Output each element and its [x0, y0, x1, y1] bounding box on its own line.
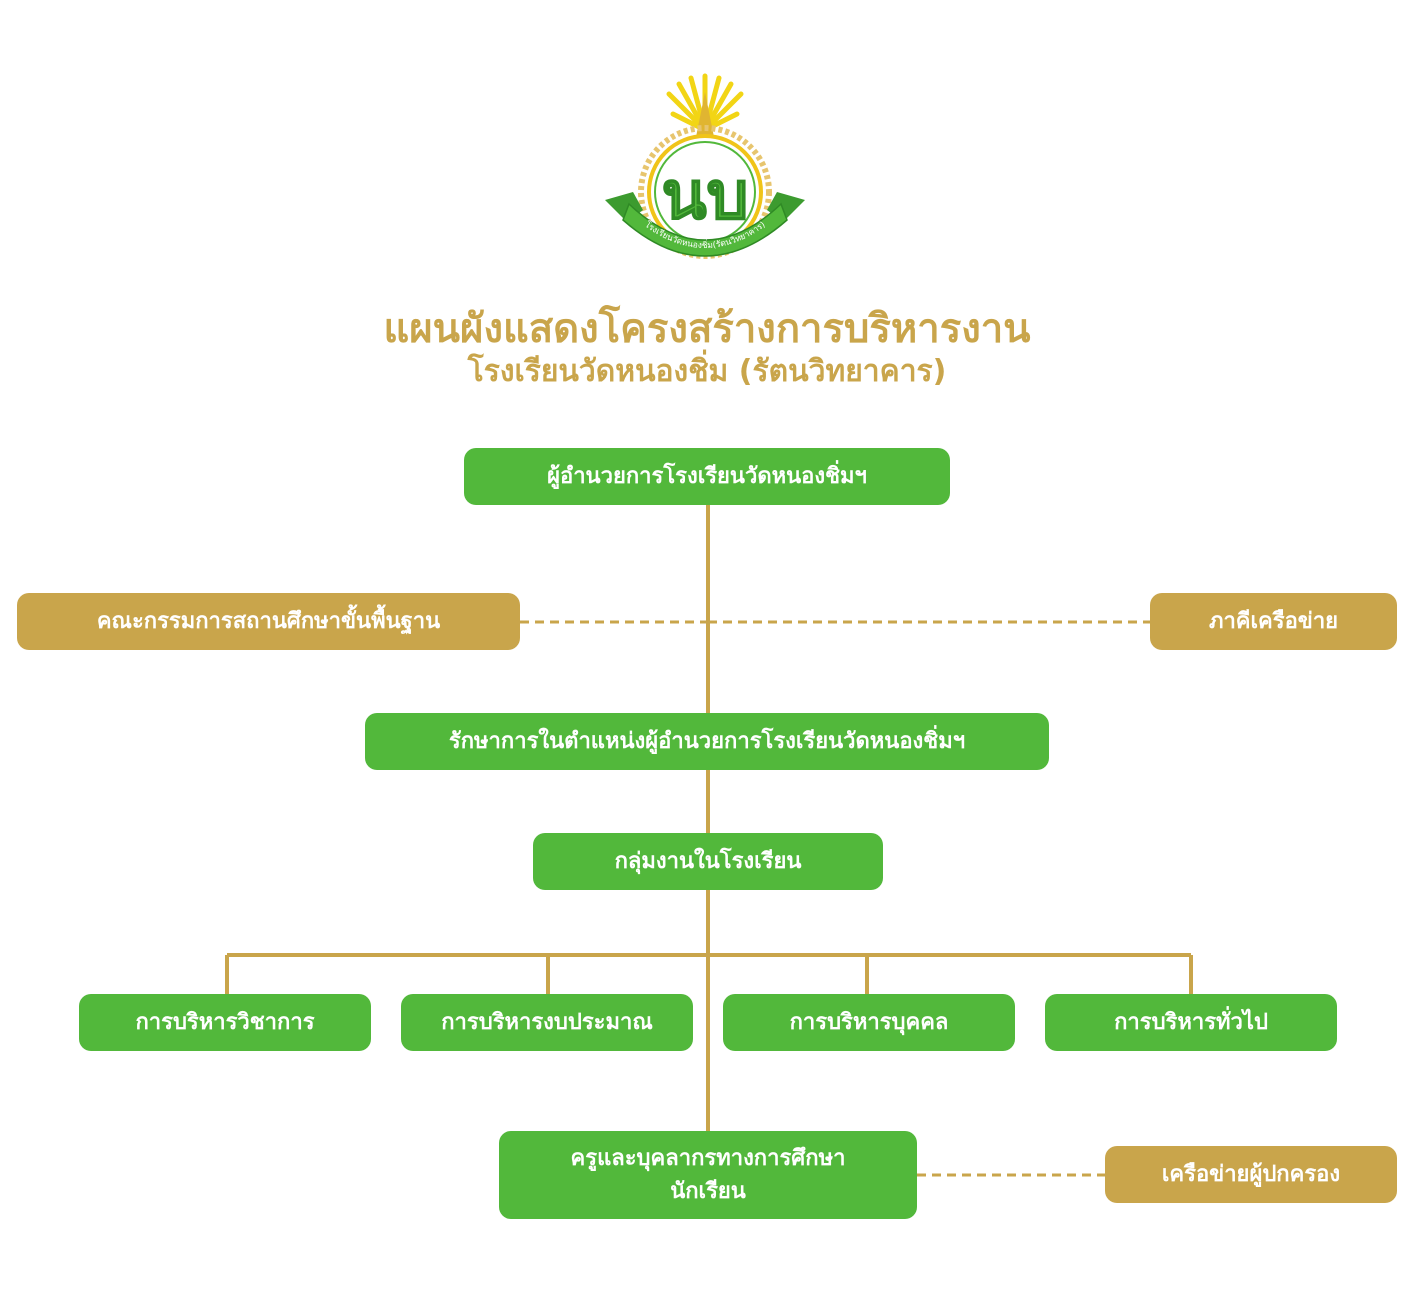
logo-initials: นบ — [661, 157, 748, 234]
teachers-students-box: ครูและบุคลากรทางการศึกษา นักเรียน — [499, 1131, 917, 1219]
students-label: นักเรียน — [670, 1179, 746, 1204]
parent-network-box: เครือข่ายผู้ปกครอง — [1105, 1146, 1397, 1203]
personnel-box: การบริหารบุคคล — [723, 994, 1015, 1051]
teachers-label: ครูและบุคลากรทางการศึกษา — [570, 1146, 846, 1171]
academic-box: การบริหารวิชาการ — [79, 994, 371, 1051]
work-groups-box: กลุ่มงานในโรงเรียน — [533, 833, 883, 890]
board-box: คณะกรรมการสถานศึกษาขั้นพื้นฐาน — [17, 593, 520, 650]
page-title: แผนผังแสดงโครงสร้างการบริหารงาน — [383, 306, 1031, 352]
page-subtitle: โรงเรียนวัดหนองชิ่ม (รัตนวิทยาคาร) — [467, 354, 947, 389]
director-box: ผู้อำนวยการโรงเรียนวัดหนองชิ่มฯ — [464, 448, 950, 505]
budget-box: การบริหารงบประมาณ — [401, 994, 693, 1051]
school-logo: นบ โรงเรียนวัดหนองชิ่ม(รัตนวิทยาคาร) — [605, 73, 805, 259]
general-box: การบริหารทั่วไป — [1045, 994, 1337, 1051]
partners-box: ภาคีเครือข่าย — [1150, 593, 1397, 650]
ribbon-icon — [605, 192, 805, 257]
acting-director-box: รักษาการในตำแหน่งผู้อำนวยการโรงเรียนวัดห… — [365, 713, 1049, 770]
